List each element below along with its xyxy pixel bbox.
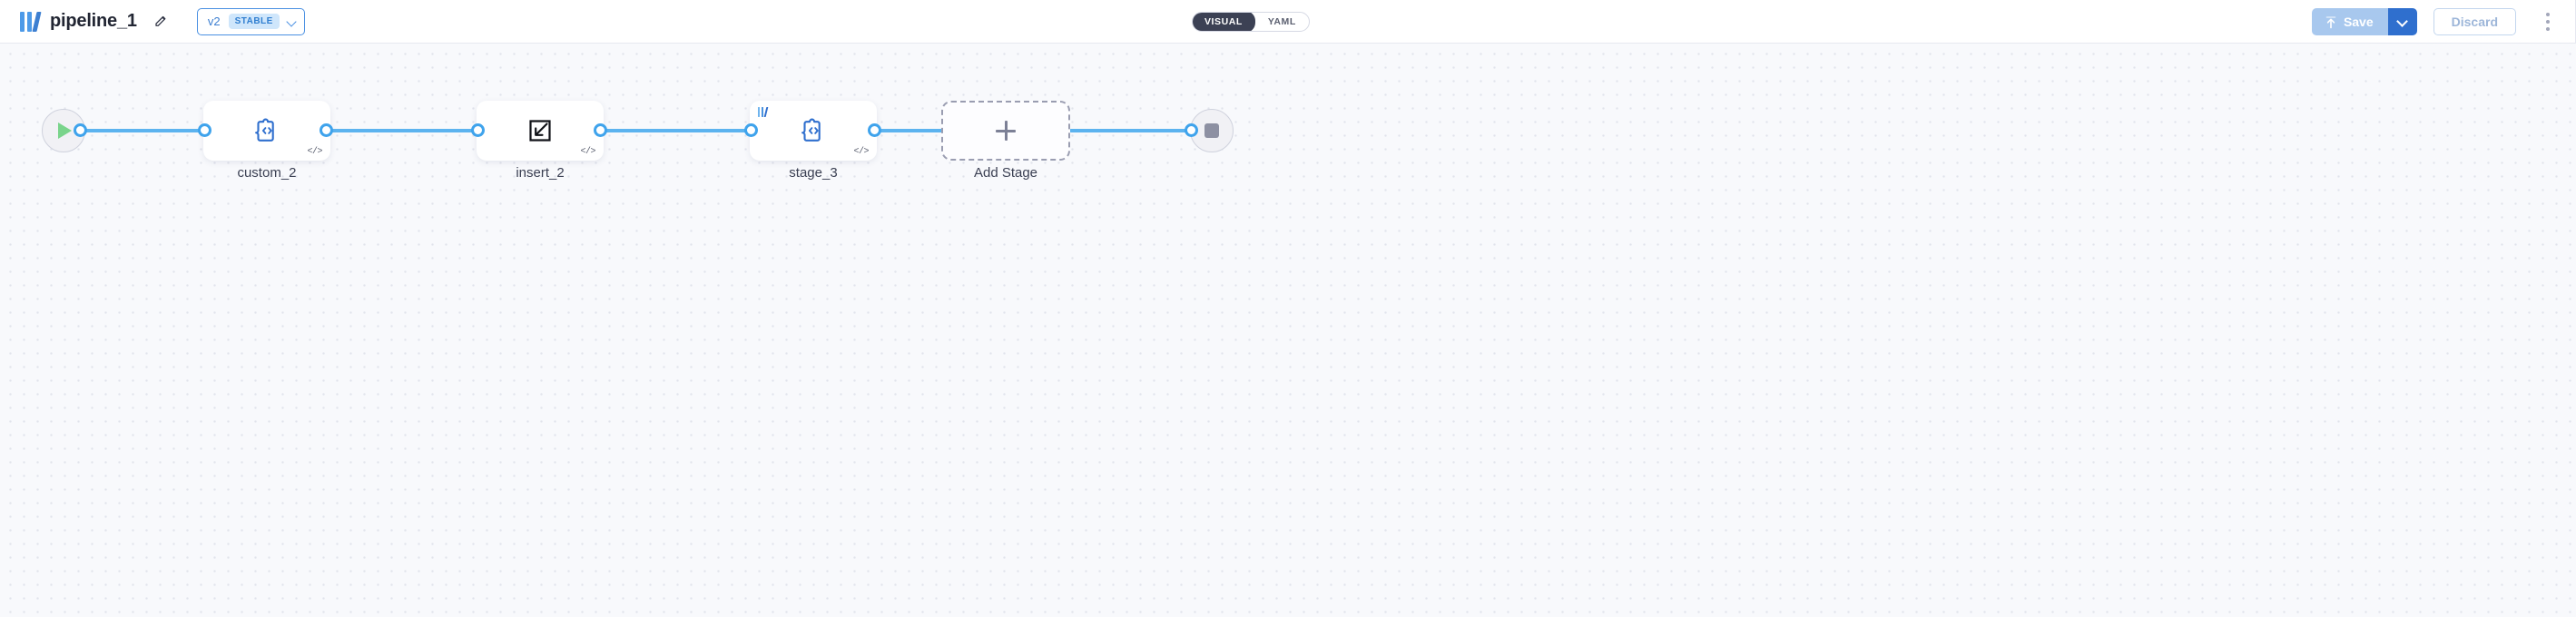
pipeline-bars-logo-icon [758,107,769,117]
edge-addstage-to-end [1069,129,1207,132]
play-icon [58,122,72,139]
code-badge: </> [853,147,869,157]
pencil-icon [155,15,166,26]
stage-node-custom-2[interactable]: </> [203,101,330,161]
puzzle-code-icon [255,118,274,142]
insert2-input-port[interactable] [471,123,485,137]
header-actions: Save Discard [2311,0,2576,44]
rename-pipeline-button[interactable] [148,8,175,35]
add-stage-button[interactable] [941,101,1070,161]
plus-icon [996,121,1016,141]
end-input-port[interactable] [1185,123,1198,137]
chevron-down-icon [2398,17,2407,26]
pipeline-flow: </> custom_2 </> insert_2 [0,44,2576,617]
start-output-port[interactable] [74,123,87,137]
header-left-group: pipeline_1 v2 STABLE [0,7,305,35]
pipeline-bars-logo-icon [20,11,42,32]
puzzle-code-icon [801,118,821,142]
stage-label-insert-2: insert_2 [516,165,565,181]
chevron-down-icon [288,17,297,26]
stage-node-stage-3[interactable]: </> [750,101,877,161]
edge-insert2-to-stage3 [594,129,755,132]
page-title: pipeline_1 [50,11,137,31]
edge-start-to-custom2 [47,129,207,132]
pipeline-canvas[interactable]: </> custom_2 </> insert_2 [0,44,2576,617]
version-number: v2 [207,15,221,28]
stage-label-custom-2: custom_2 [237,165,297,181]
code-badge: </> [580,147,595,157]
version-selector[interactable]: v2 STABLE [196,7,305,35]
upload-arrow-icon [2325,15,2336,28]
tab-yaml[interactable]: YAML [1267,16,1296,27]
stage3-input-port[interactable] [744,123,758,137]
custom2-input-port[interactable] [198,123,211,137]
stop-square-icon [1204,123,1219,138]
stage3-output-port[interactable] [868,123,881,137]
discard-button[interactable]: Discard [2433,8,2516,35]
save-button-group: Save [2311,8,2417,35]
version-status-badge: STABLE [228,14,280,29]
stage-node-insert-2[interactable]: </> [477,101,604,161]
insert2-output-port[interactable] [594,123,607,137]
overflow-menu-button[interactable] [2529,4,2567,40]
app-header: pipeline_1 v2 STABLE VISUAL YAML [0,0,2576,44]
discard-label: Discard [2451,15,2498,29]
insert-arrow-square-icon [529,120,551,142]
tab-visual[interactable]: VISUAL [1192,13,1255,31]
save-options-button[interactable] [2387,8,2417,35]
save-label: Save [2343,15,2374,29]
view-mode-toggle[interactable]: VISUAL YAML [1192,12,1310,32]
save-button[interactable]: Save [2311,8,2388,35]
edge-stage3-to-addstage [868,129,986,132]
code-badge: </> [307,147,322,157]
custom2-output-port[interactable] [320,123,333,137]
add-stage-label: Add Stage [973,165,1038,181]
edge-custom2-to-insert2 [320,129,481,132]
stage-label-stage-3: stage_3 [789,165,838,181]
